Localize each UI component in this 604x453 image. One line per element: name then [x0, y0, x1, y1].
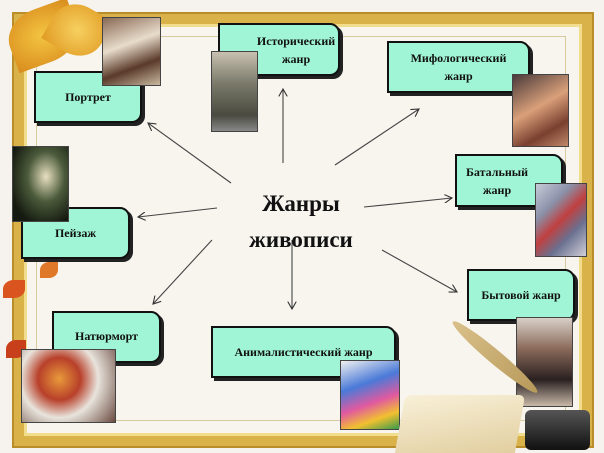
- genre-box-everyday: Бытовой жанр: [467, 269, 575, 321]
- genre-box-historical: Исторический жанр: [218, 23, 340, 76]
- battle-painting-image: [535, 183, 587, 257]
- diagram-title: Жанры живописи: [245, 186, 357, 257]
- title-line: живописи: [249, 226, 353, 252]
- arrow-mythological: [334, 109, 419, 166]
- open-book-decoration: [394, 395, 526, 453]
- arrow-portrait: [148, 123, 232, 184]
- animal-painting-image: [340, 360, 400, 430]
- autumn-leaf-decoration: [3, 280, 25, 298]
- genre-box-battle: Батальный жанр: [455, 154, 563, 207]
- still-life-painting-image: [21, 349, 116, 423]
- arrow-landscape: [138, 207, 218, 217]
- genre-box-mythological: Мифологический жанр: [387, 41, 530, 93]
- portrait-painting-image: [102, 17, 161, 86]
- everyday-painting-image: [516, 317, 573, 407]
- genre-box-portrait: Портрет: [34, 71, 142, 123]
- title-line: Жанры: [262, 191, 340, 216]
- arrow-still-life: [153, 239, 213, 304]
- autumn-leaf-decoration: [40, 262, 58, 278]
- arrow-everyday: [381, 249, 457, 292]
- historical-painting-image: [211, 51, 258, 132]
- mythological-painting-image: [512, 74, 569, 147]
- arrow-battle: [363, 198, 452, 208]
- landscape-painting-image: [12, 146, 69, 222]
- inkwell-decoration: [525, 410, 590, 450]
